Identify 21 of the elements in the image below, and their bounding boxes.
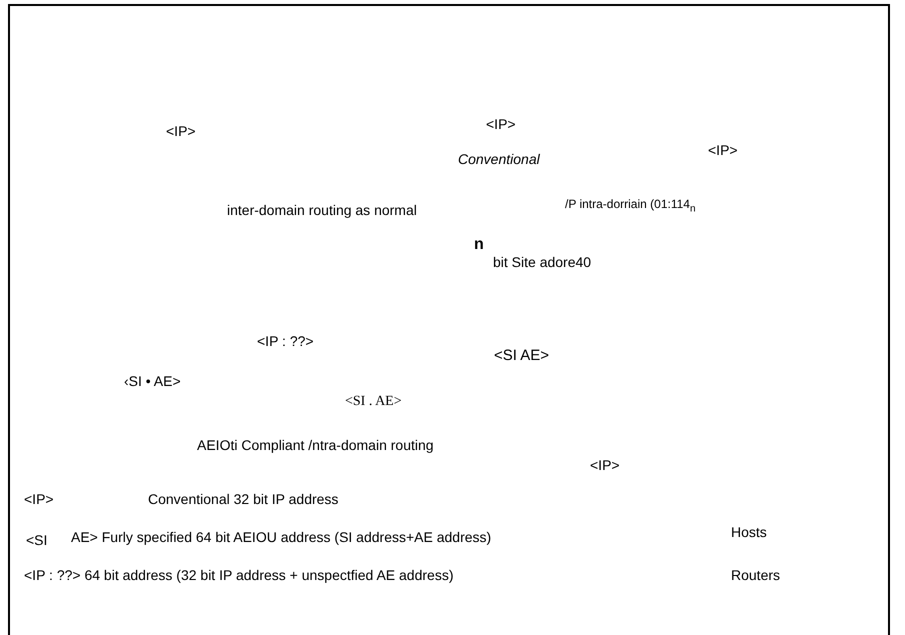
text-label: inter-domain routing as normal (227, 203, 417, 217)
text-label: AEIOti Compliant /ntra-domain routing (197, 438, 434, 452)
text-label: n (474, 237, 484, 253)
text-label: <IP> (486, 117, 516, 131)
text-label: bit Site adore40 (493, 255, 592, 269)
text-label: <SI (26, 533, 48, 547)
text-label: ‹SI • AE> (124, 374, 181, 388)
text-label: <IP> (166, 124, 196, 138)
text-label: Conventional 32 bit IP address (148, 492, 338, 506)
text-label: <IP : ??> 64 bit address (32 bit IP address + unspectfied AE address) (24, 568, 454, 582)
text-label: <SI . AE> (345, 395, 402, 409)
text-label: <IP> (24, 492, 54, 506)
text-label: AE> Furly specified 64 bit AEIOU address (SI address+AE address) (71, 530, 492, 544)
text-label: <SI AE> (494, 348, 550, 363)
text-label: Routers (731, 568, 780, 582)
text-label: Hosts (731, 525, 767, 539)
text-label: <IP> (590, 458, 620, 472)
text-label: <IP : ??> (257, 334, 314, 348)
text-label: /P intra-dorriain (01:114$_{n}$ (565, 198, 696, 214)
text-label: Conventional (458, 152, 540, 166)
text-label: <IP> (708, 143, 738, 157)
